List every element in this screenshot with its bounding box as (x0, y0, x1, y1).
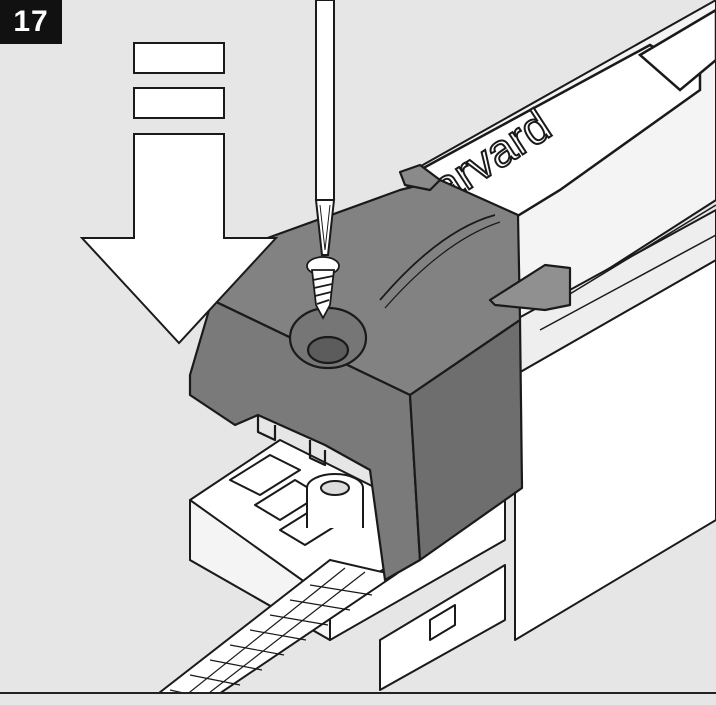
step-number-badge: 17 (0, 0, 62, 44)
cable (147, 558, 398, 701)
terminal-block (189, 439, 506, 691)
terminal-cover (188, 163, 572, 582)
down-arrow-icon (79, 42, 279, 345)
screwdriver-icon (314, 0, 336, 256)
bottom-divider (0, 692, 716, 700)
screw-icon (306, 256, 340, 320)
